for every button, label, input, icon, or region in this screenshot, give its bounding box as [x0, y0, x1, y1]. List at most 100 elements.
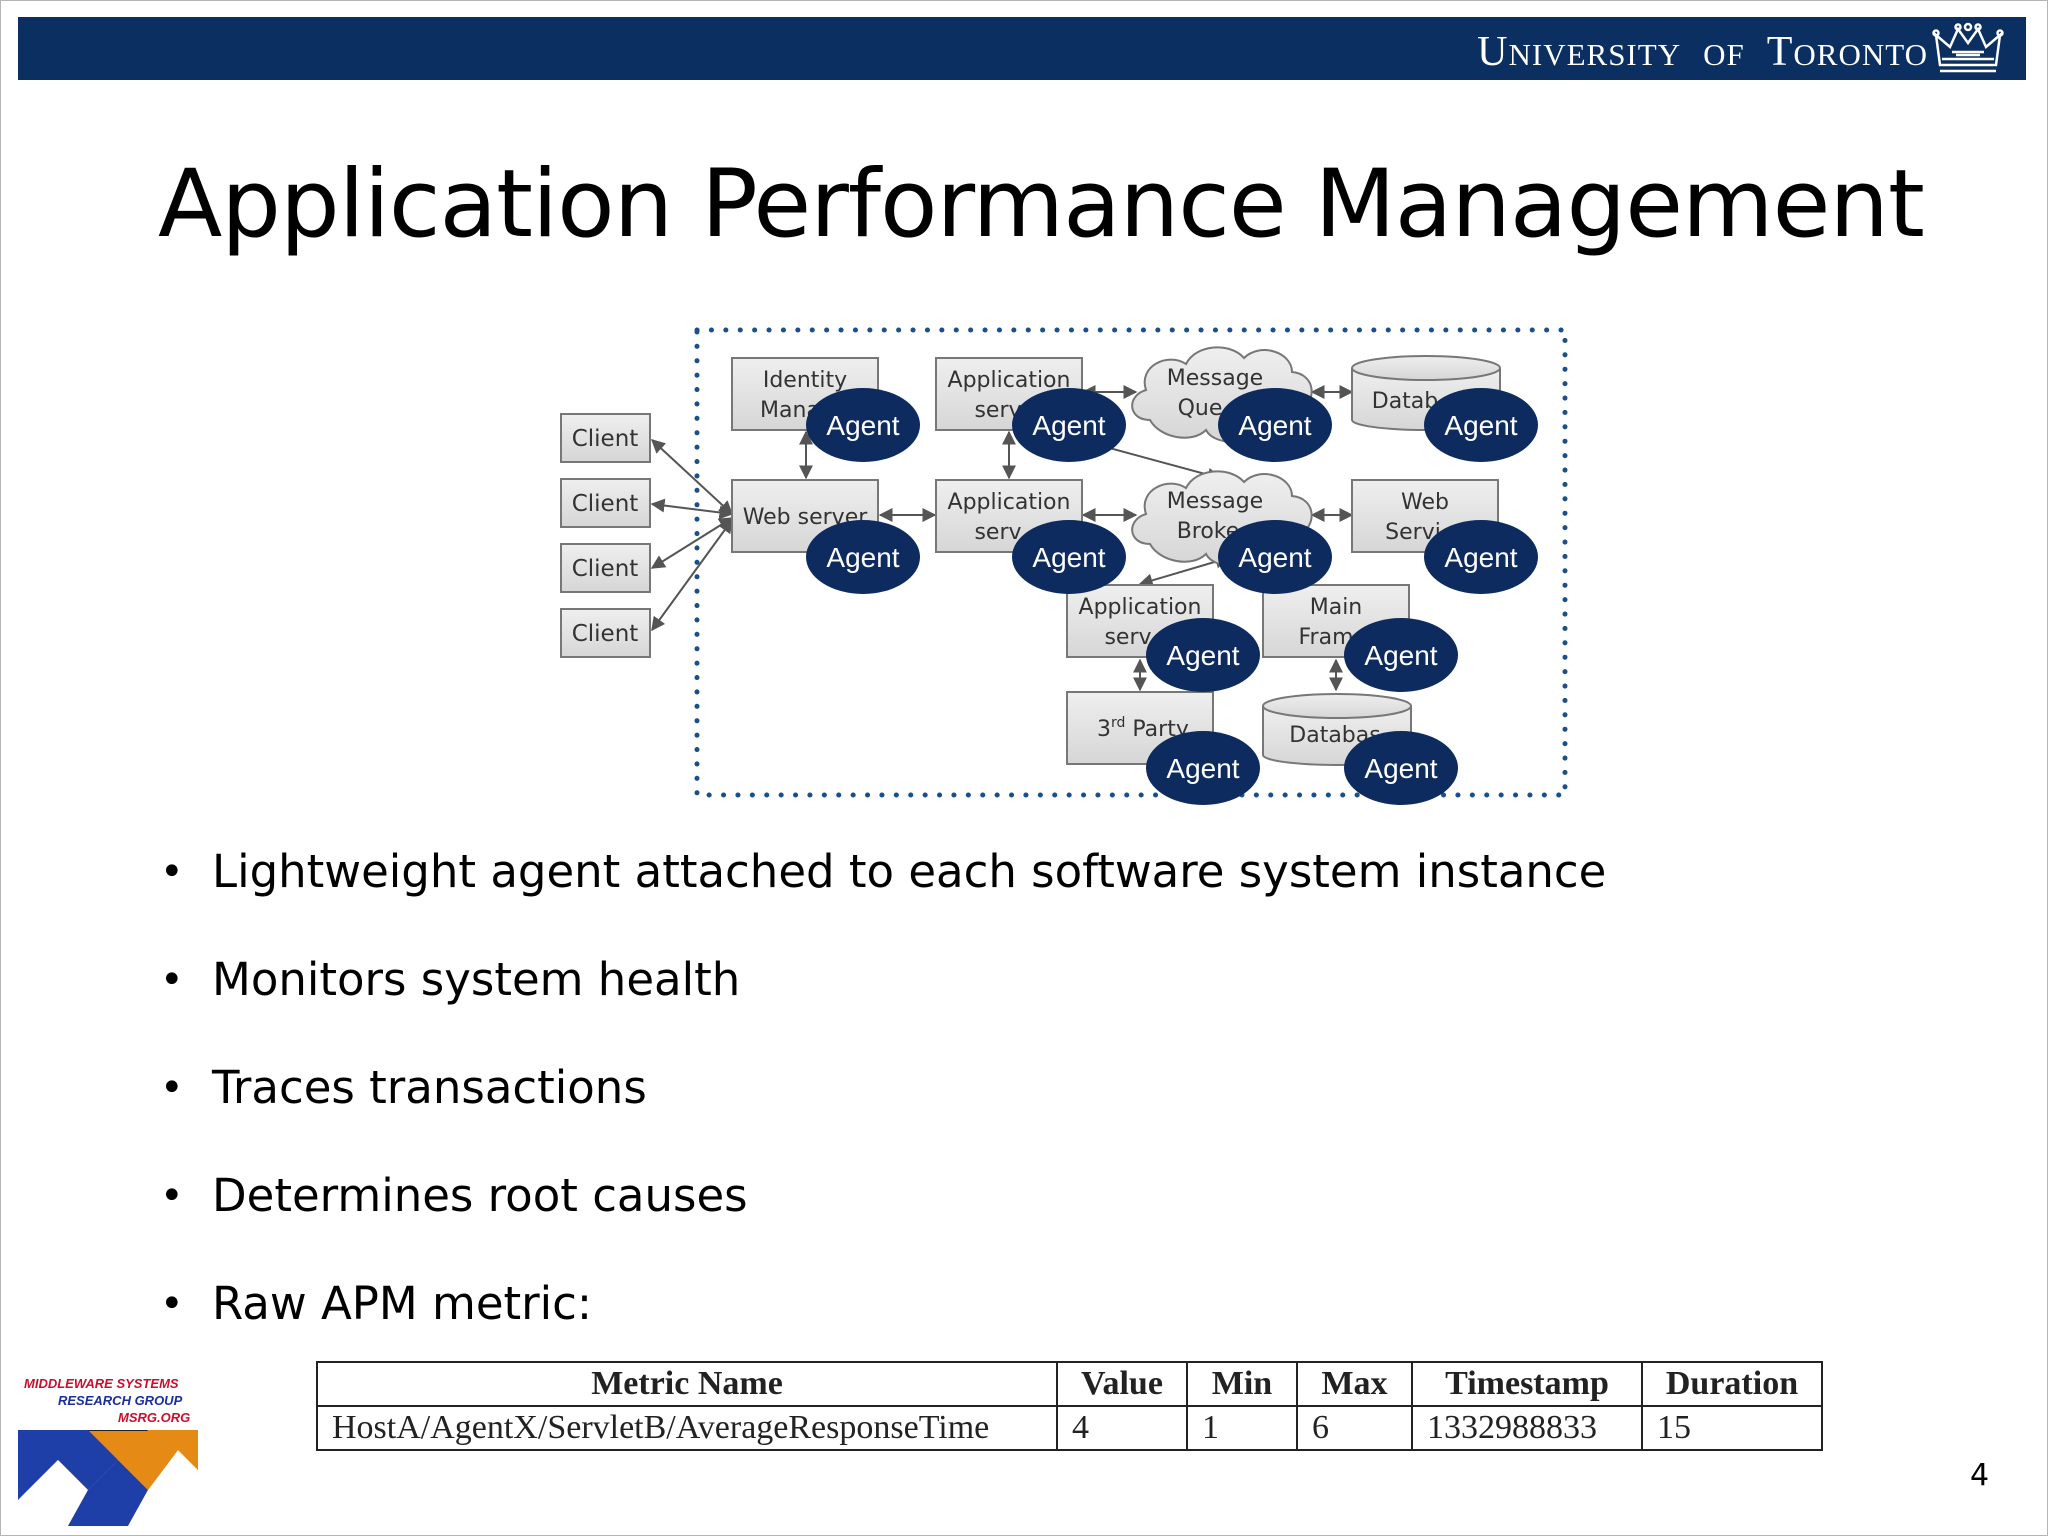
agent-badge: Agent	[1012, 520, 1126, 594]
agent-label: Agent	[1364, 753, 1437, 784]
conn-client1-web	[650, 439, 734, 515]
bullet-item: •Raw APM metric:	[160, 1277, 593, 1330]
conn-client3-web	[650, 517, 734, 569]
agent-label: Agent	[1032, 542, 1105, 573]
header-timestamp: Timestamp	[1411, 1361, 1643, 1407]
bullet-text: Lightweight agent attached to each softw…	[212, 845, 1607, 898]
cell-value: 4	[1056, 1405, 1188, 1451]
client-label-1: Client	[572, 426, 639, 452]
agent-ellipse	[1344, 731, 1458, 805]
cell-timestamp: 1332988833	[1411, 1405, 1643, 1451]
logo-line-2: RESEARCH GROUP	[58, 1393, 183, 1408]
agent-badge: Agent	[1218, 388, 1332, 462]
agent-label: Agent	[1166, 640, 1239, 671]
agent-label: Agent	[1444, 410, 1517, 441]
agent-ellipse	[1012, 520, 1126, 594]
app3-label-2: serv	[1104, 625, 1151, 650]
identity-label-1: Identity	[763, 368, 847, 393]
cell-duration: 15	[1641, 1405, 1823, 1451]
agent-ellipse	[1012, 388, 1126, 462]
agent-label: Agent	[826, 542, 899, 573]
agent-badge: Agent	[1146, 731, 1260, 805]
client-box-3	[560, 543, 651, 593]
client-label-4: Client	[572, 621, 639, 647]
agent-badge: Agent	[1218, 520, 1332, 594]
agent-badge: Agent	[1424, 520, 1538, 594]
logo-line-3: MSRG.ORG	[118, 1410, 191, 1425]
agent-label: Agent	[1238, 542, 1311, 573]
uni-word1-cap: U	[1477, 29, 1509, 75]
msrg-mark-icon	[18, 1430, 198, 1526]
agent-ellipse	[1424, 520, 1538, 594]
header-metric-name: Metric Name	[316, 1361, 1058, 1407]
app3-label-1: Application	[1079, 595, 1202, 620]
bullet-item: •Monitors system health	[160, 953, 741, 1006]
agent-badge: Agent	[806, 520, 920, 594]
agent-ellipse	[806, 520, 920, 594]
agent-ellipse	[1344, 618, 1458, 692]
client-label-2: Client	[572, 491, 639, 517]
agent-label: Agent	[1032, 410, 1105, 441]
cell-max: 6	[1296, 1405, 1413, 1451]
agent-ellipse	[1146, 731, 1260, 805]
agent-label: Agent	[1444, 542, 1517, 573]
header-max: Max	[1296, 1361, 1413, 1407]
slide-title: Application Performance Management	[158, 150, 1925, 259]
client-box-2	[560, 478, 651, 528]
app2-label-1: Application	[948, 490, 1071, 515]
cell-min: 1	[1186, 1405, 1298, 1451]
agent-ellipse	[1218, 520, 1332, 594]
broker-label-1: Message	[1167, 489, 1263, 514]
third-party-label: 3rd Party	[1097, 715, 1189, 742]
page-number: 4	[1970, 1458, 1990, 1493]
uni-word3-rest: ORONTO	[1793, 37, 1928, 72]
agent-badge: Agent	[1012, 388, 1126, 462]
bullet-item: •Lightweight agent attached to each soft…	[160, 845, 1607, 898]
uni-word1-rest: NIVERSITY	[1508, 37, 1682, 72]
bullet-item: •Determines root causes	[160, 1169, 748, 1222]
university-name: UNIVERSITY OF TORONTO	[1477, 27, 1928, 77]
agent-ellipse	[1146, 618, 1260, 692]
header-value: Value	[1056, 1361, 1188, 1407]
agent-ellipse	[1424, 388, 1538, 462]
agent-badge: Agent	[1344, 618, 1458, 692]
app2-label-2: serv	[974, 520, 1021, 545]
university-banner: UNIVERSITY OF TORONTO	[18, 17, 2026, 80]
client-box-4	[560, 608, 651, 658]
db1-label: Datab	[1372, 389, 1439, 414]
bullet-text: Monitors system health	[212, 953, 741, 1006]
apm-metric-table: Metric Name Value Min Max Timestamp Dura…	[316, 1361, 1823, 1451]
uni-word3-cap: T	[1766, 29, 1794, 75]
agent-badge: Agent	[1424, 388, 1538, 462]
table-row: HostA/AgentX/ServletB/AverageResponseTim…	[316, 1405, 1823, 1451]
crown-icon	[1932, 22, 2004, 73]
bullet-text: Traces transactions	[212, 1061, 647, 1114]
bullet-text: Determines root causes	[212, 1169, 748, 1222]
mainframe-label-2: Fram	[1298, 625, 1353, 650]
mq-label-2: Que	[1178, 396, 1223, 421]
agent-label: Agent	[826, 410, 899, 441]
agent-label: Agent	[1238, 410, 1311, 441]
msrg-logo: MIDDLEWARE SYSTEMS RESEARCH GROUP MSRG.O…	[18, 1376, 208, 1526]
bullet-text: Raw APM metric:	[212, 1277, 593, 1330]
bullet-item: •Traces transactions	[160, 1061, 647, 1114]
agent-label: Agent	[1166, 753, 1239, 784]
agent-badge: Agent	[1146, 618, 1260, 692]
table-header-row: Metric Name Value Min Max Timestamp Dura…	[316, 1361, 1823, 1407]
client-box-1	[560, 413, 651, 463]
agent-ellipse	[806, 388, 920, 462]
agent-label: Agent	[1364, 640, 1437, 671]
uni-word2: OF	[1703, 37, 1745, 72]
header-duration: Duration	[1641, 1361, 1823, 1407]
header-min: Min	[1186, 1361, 1298, 1407]
conn-client4-web	[651, 518, 733, 632]
websvc-label-1: Web	[1401, 490, 1449, 515]
cell-metric-name: HostA/AgentX/ServletB/AverageResponseTim…	[316, 1405, 1058, 1451]
agent-ellipse	[1218, 388, 1332, 462]
app1-label-1: Application	[948, 368, 1071, 393]
agent-badge: Agent	[1344, 731, 1458, 805]
logo-line-1: MIDDLEWARE SYSTEMS	[24, 1376, 179, 1391]
bullet-list: •Lightweight agent attached to each soft…	[160, 836, 1606, 1376]
conn-client2-web	[650, 498, 734, 520]
